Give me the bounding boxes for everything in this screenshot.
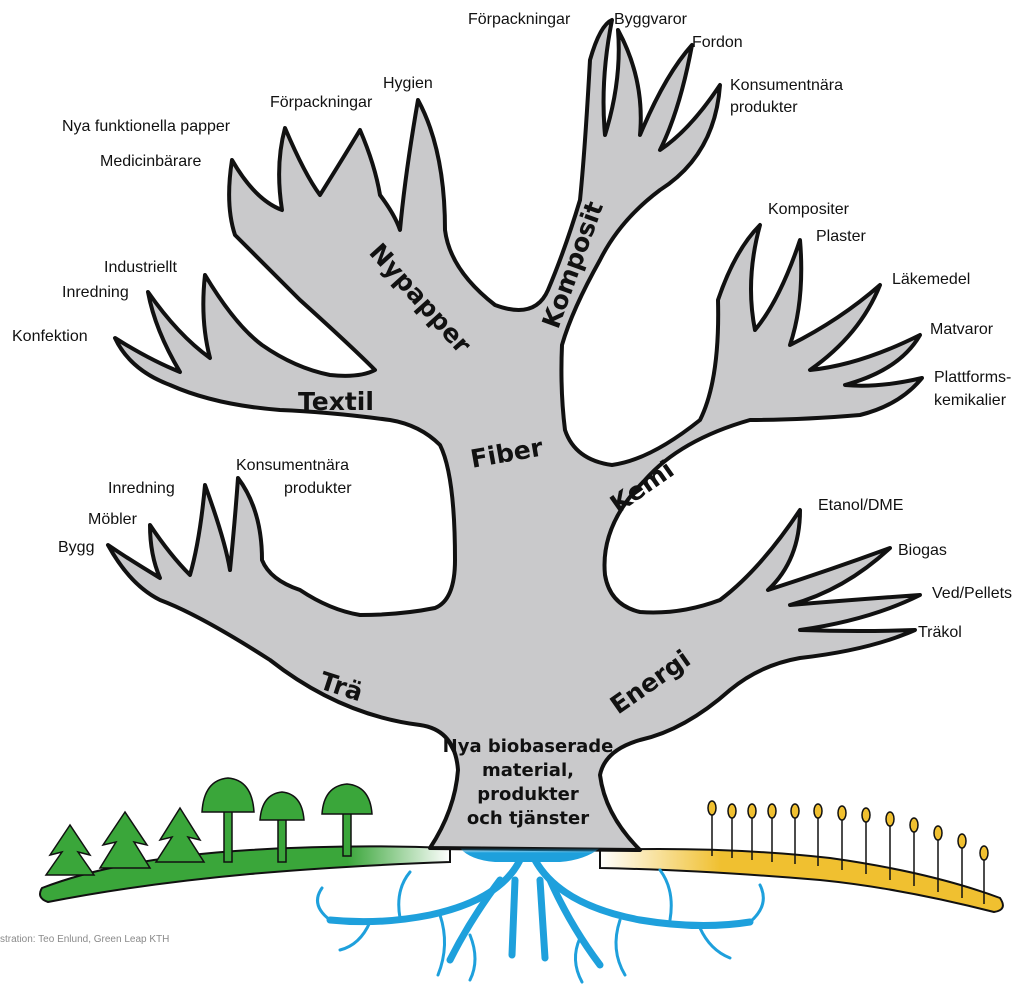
leaf-label-plaster: Plaster bbox=[816, 228, 866, 245]
leaf-label-mobler: Möbler bbox=[88, 511, 138, 528]
leaf-label-forpackningar-nypapper: Förpackningar bbox=[270, 94, 373, 111]
leaf-label-konfektion: Konfektion bbox=[12, 328, 88, 345]
trunk-label-line2: material, bbox=[482, 760, 574, 781]
leaf-label-plattforms-line2: kemikalier bbox=[934, 392, 1007, 409]
forest-ground bbox=[40, 846, 450, 902]
trunk-label-line1: Nya biobaserade bbox=[443, 736, 614, 757]
trunk-label-line4: och tjänster bbox=[467, 808, 589, 829]
branch-label-textil: Textil bbox=[298, 387, 374, 416]
leaf-label-inredning-tra: Inredning bbox=[108, 480, 175, 497]
leaf-label-konsumentnara-tra-line2: produkter bbox=[284, 480, 352, 497]
leaf-label-forpackningar-komposit: Förpackningar bbox=[468, 11, 571, 28]
illustration-credit: stration: Teo Enlund, Green Leap KTH bbox=[0, 934, 169, 945]
leaf-label-nya-funktionella-papper: Nya funktionella papper bbox=[62, 118, 231, 135]
leaf-label-industriellt: Industriellt bbox=[104, 259, 177, 276]
leaf-label-kompositer: Kompositer bbox=[768, 201, 850, 218]
leaf-label-hygien: Hygien bbox=[383, 75, 433, 92]
leaf-label-medicinbarare: Medicinbärare bbox=[100, 153, 201, 170]
leaf-label-inredning-textil: Inredning bbox=[62, 284, 129, 301]
leaf-label-konsumentnara-komposit-line1: Konsumentnära bbox=[730, 77, 843, 94]
leaf-label-fordon: Fordon bbox=[692, 34, 743, 51]
tree-silhouette bbox=[108, 20, 922, 850]
leaf-label-konsumentnara-tra-line1: Konsumentnära bbox=[236, 457, 349, 474]
leaf-label-matvaror: Matvaror bbox=[930, 321, 994, 338]
field-ground bbox=[600, 849, 1003, 912]
roots bbox=[330, 860, 750, 965]
leaf-label-byggvaror: Byggvaror bbox=[614, 11, 688, 28]
leaf-label-konsumentnara-komposit-line2: produkter bbox=[730, 99, 798, 116]
trunk-base-root-flare bbox=[460, 848, 600, 862]
leaf-label-lakemedel: Läkemedel bbox=[892, 271, 970, 288]
trunk-label-line3: produkter bbox=[477, 784, 579, 805]
leaf-label-trakol: Träkol bbox=[918, 624, 962, 641]
leaf-label-ved-pellets: Ved/Pellets bbox=[932, 585, 1012, 602]
leaf-label-biogas: Biogas bbox=[898, 542, 947, 559]
leaf-label-plattforms-line1: Plattforms- bbox=[934, 369, 1011, 386]
leaf-label-etanol-dme: Etanol/DME bbox=[818, 497, 903, 514]
leaf-label-bygg: Bygg bbox=[58, 539, 94, 556]
